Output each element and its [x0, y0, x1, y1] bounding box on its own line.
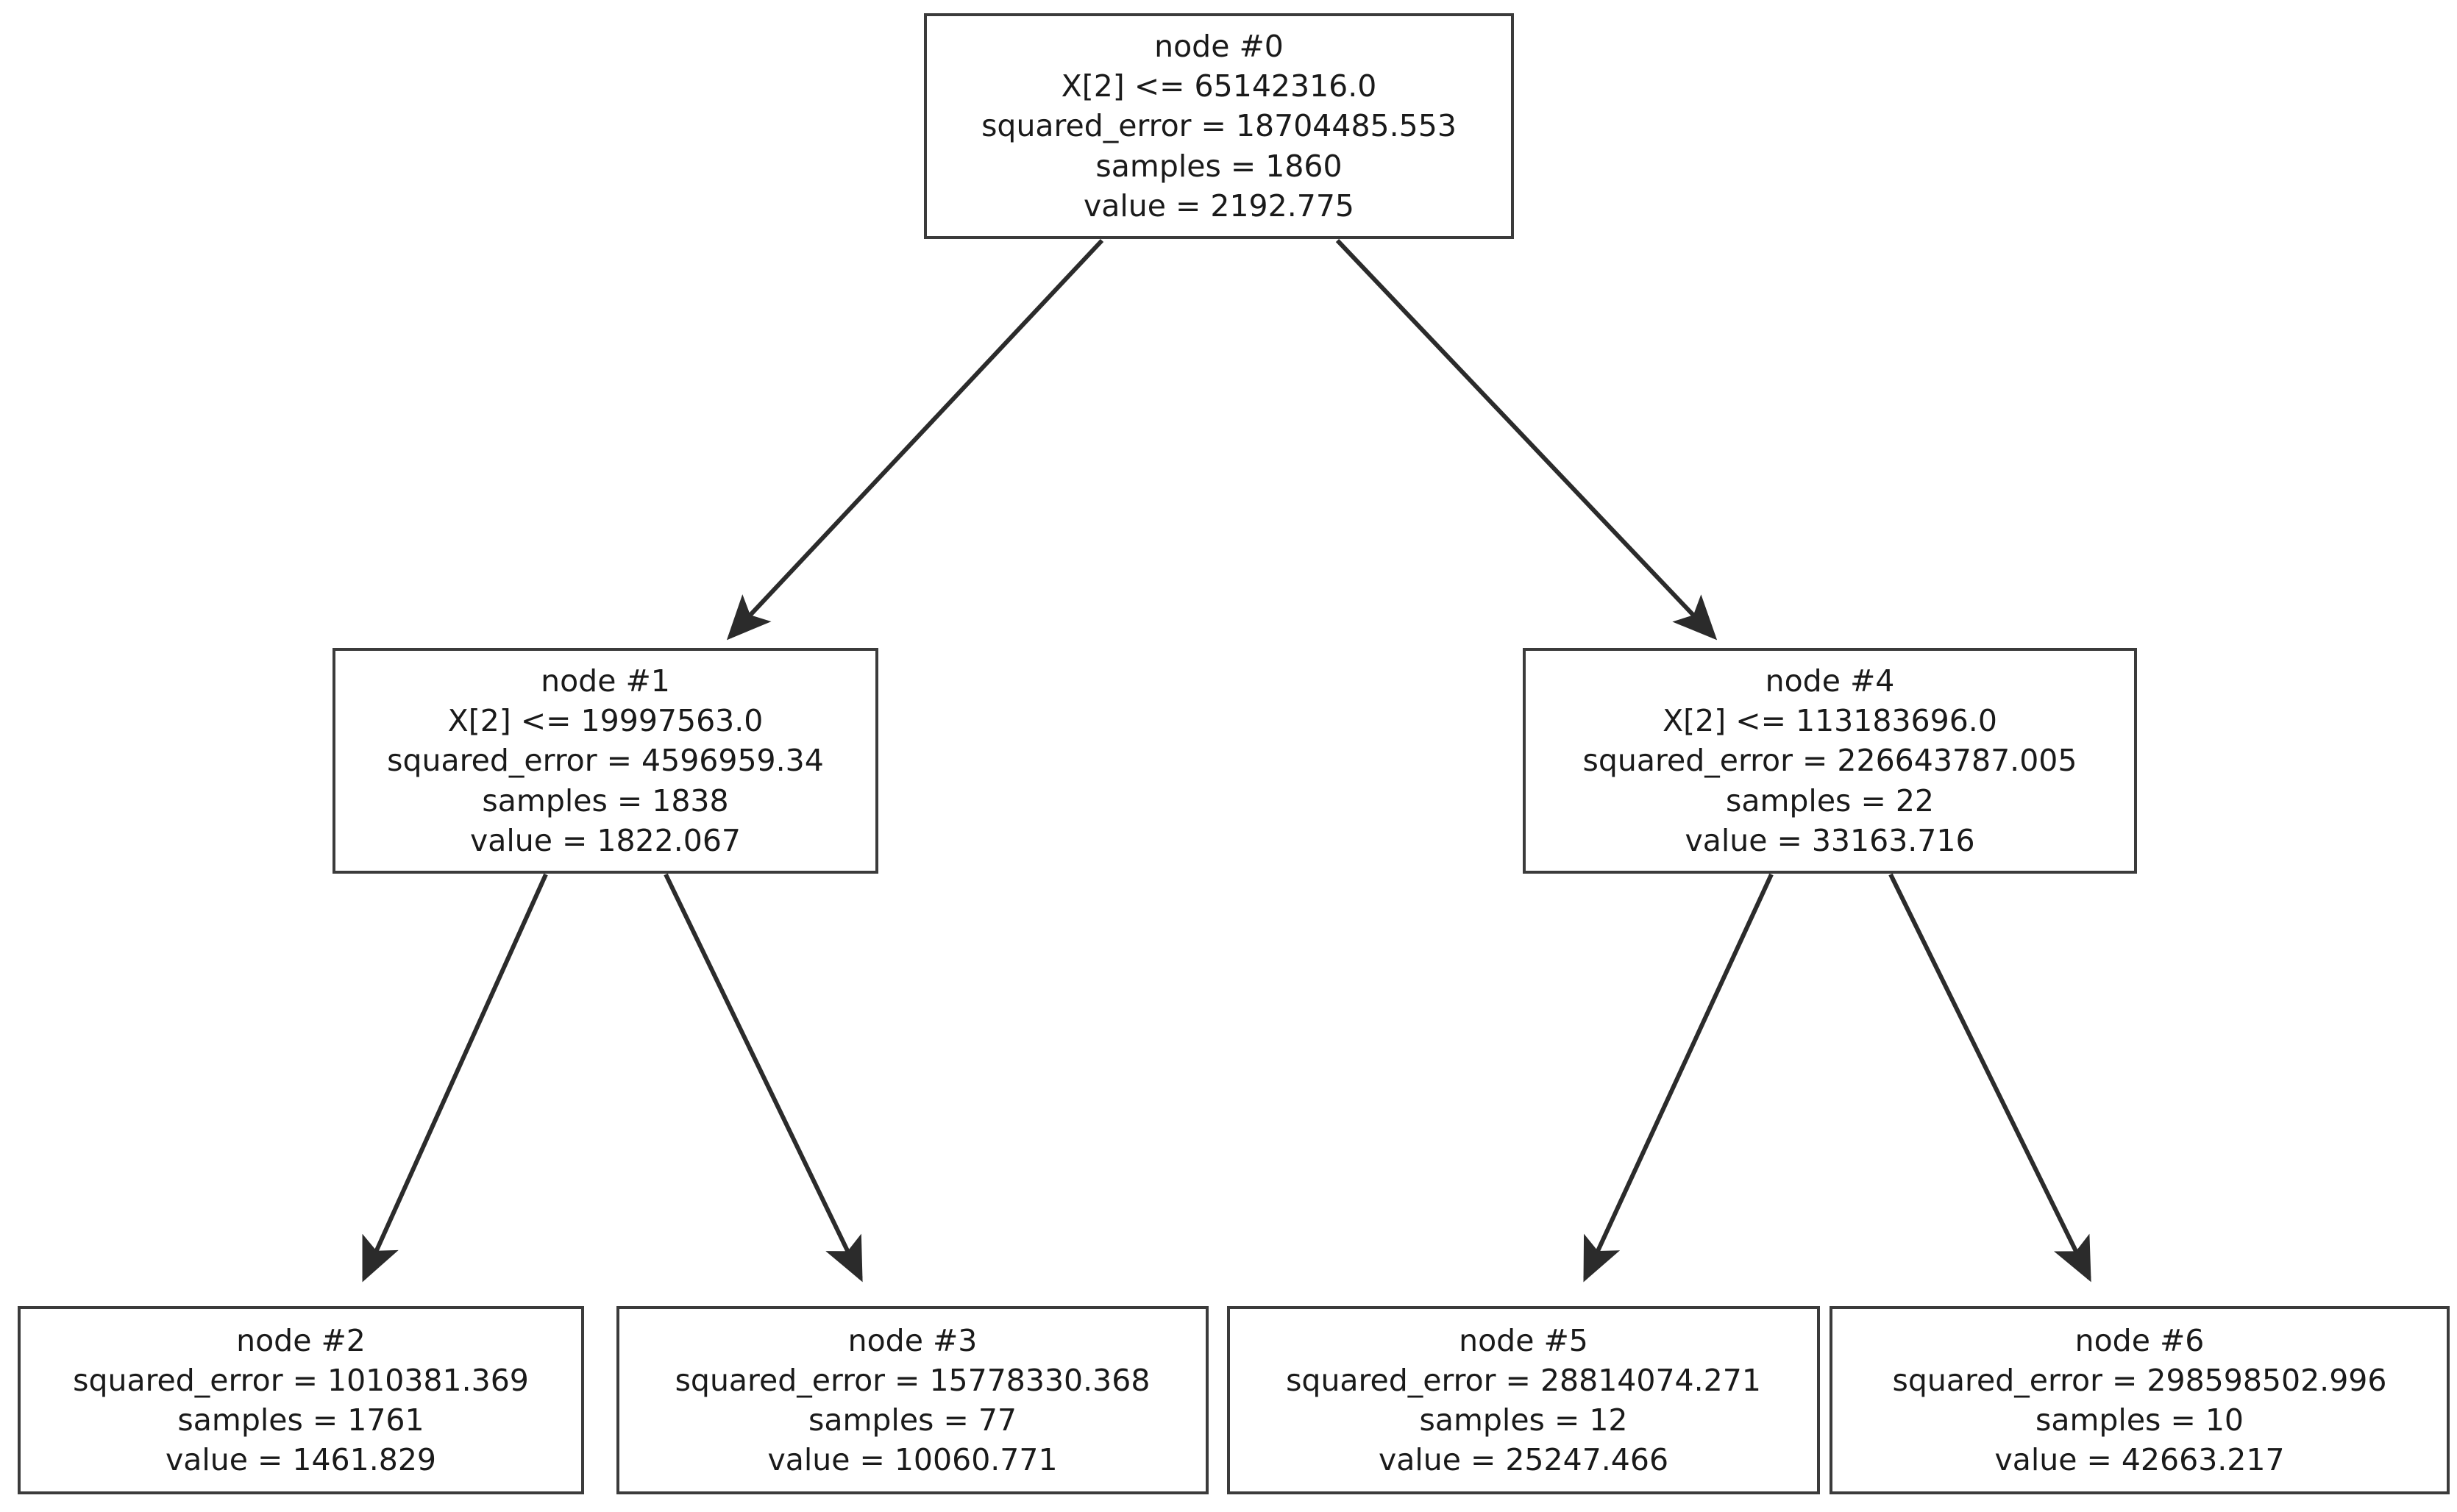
node-4-squared-error: squared_error = 226643787.005 [1582, 743, 2077, 779]
node-0-label: node #0 [1154, 29, 1284, 65]
edge-1-3 [664, 873, 863, 1283]
node-2-squared-error: squared_error = 1010381.369 [73, 1362, 529, 1398]
node-2-value: value = 1461.829 [165, 1442, 437, 1478]
node-5-squared-error: squared_error = 28814074.271 [1286, 1362, 1761, 1398]
node-6-label: node #6 [2074, 1322, 2205, 1358]
edge-0-1 [726, 238, 1104, 641]
node-0-condition: X[2] <= 65142316.0 [1061, 68, 1377, 104]
edge-4-6 [1888, 873, 2091, 1283]
node-3-squared-error: squared_error = 15778330.368 [675, 1362, 1151, 1398]
node-6-samples: samples = 10 [2035, 1402, 2244, 1438]
tree-node-5[interactable]: node #5 squared_error = 28814074.271 sam… [1227, 1306, 1820, 1494]
tree-node-6[interactable]: node #6 squared_error = 298598502.996 sa… [1830, 1306, 2450, 1494]
node-5-label: node #5 [1459, 1322, 1588, 1358]
edge-4-5 [1583, 873, 1774, 1283]
node-4-value: value = 33163.716 [1685, 822, 1975, 858]
node-3-samples: samples = 77 [808, 1402, 1017, 1438]
node-1-samples: samples = 1838 [482, 782, 729, 819]
node-3-label: node #3 [847, 1322, 978, 1358]
node-5-samples: samples = 12 [1419, 1402, 1628, 1438]
node-2-samples: samples = 1761 [177, 1402, 424, 1438]
node-3-value: value = 10060.771 [767, 1442, 1058, 1478]
tree-node-0[interactable]: node #0 X[2] <= 65142316.0 squared_error… [924, 13, 1514, 239]
node-1-label: node #1 [541, 663, 670, 699]
tree-node-3[interactable]: node #3 squared_error = 15778330.368 sam… [616, 1306, 1209, 1494]
edge-0-4 [1335, 238, 1718, 641]
node-0-samples: samples = 1860 [1095, 148, 1343, 184]
node-1-value: value = 1822.067 [469, 822, 742, 858]
node-1-squared-error: squared_error = 4596959.34 [387, 743, 824, 779]
node-6-squared-error: squared_error = 298598502.996 [1892, 1362, 2387, 1398]
node-4-label: node #4 [1765, 663, 1895, 699]
node-0-value: value = 2192.775 [1083, 188, 1355, 224]
node-4-samples: samples = 22 [1725, 782, 1935, 819]
edge-1-2 [362, 873, 548, 1283]
node-1-condition: X[2] <= 19997563.0 [447, 703, 764, 739]
node-0-squared-error: squared_error = 18704485.553 [981, 108, 1457, 144]
tree-node-1[interactable]: node #1 X[2] <= 19997563.0 squared_error… [333, 648, 878, 874]
node-2-label: node #2 [236, 1322, 366, 1358]
node-5-value: value = 25247.466 [1378, 1442, 1669, 1478]
tree-node-4[interactable]: node #4 X[2] <= 113183696.0 squared_erro… [1523, 648, 2137, 874]
node-6-value: value = 42663.217 [1994, 1442, 2285, 1478]
node-4-condition: X[2] <= 113183696.0 [1663, 703, 1997, 739]
tree-node-2[interactable]: node #2 squared_error = 1010381.369 samp… [18, 1306, 584, 1494]
